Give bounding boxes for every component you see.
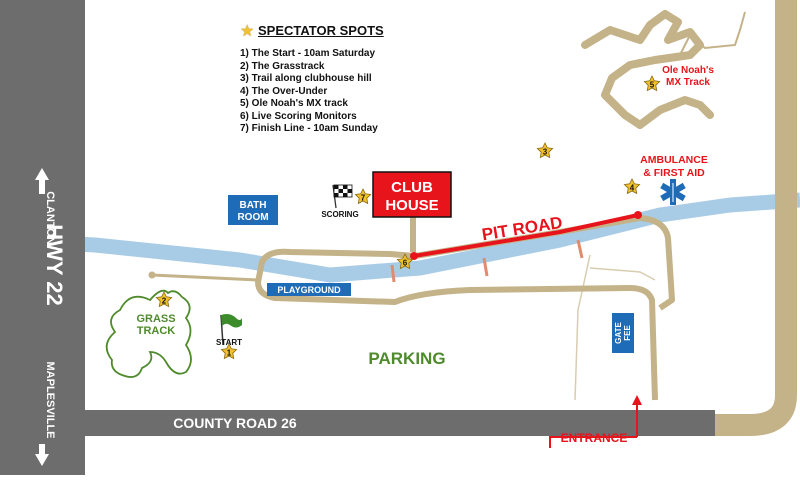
spot-7-star: 7 xyxy=(354,188,372,204)
entrance-label: ENTRANCE xyxy=(561,431,628,445)
svg-text:1: 1 xyxy=(227,349,232,358)
legend-item: 5) Ole Noah's MX track xyxy=(240,98,348,109)
gate-fee-box xyxy=(612,313,634,353)
svg-text:4: 4 xyxy=(630,184,635,193)
legend-item: 4) The Over-Under xyxy=(240,85,328,97)
playground-label: PLAYGROUND xyxy=(277,285,341,295)
spot-3-star: 3 xyxy=(536,142,554,158)
pit-road-dot xyxy=(634,211,642,219)
mx-road-arrow-icon xyxy=(760,280,772,298)
grass-track-path-end xyxy=(148,271,156,279)
north-arrow-icon xyxy=(35,168,49,194)
south-arrow-icon xyxy=(35,444,49,466)
scoring-label: SCORING xyxy=(321,210,358,219)
spectator-spots-legend: ★ SPECTATOR SPOTS 1) The Start - 10am Sa… xyxy=(240,22,384,136)
pit-road-line xyxy=(413,213,639,258)
playground-box xyxy=(267,283,351,296)
legend-item: 2) The Grasstrack xyxy=(240,60,325,72)
county-road-26 xyxy=(85,410,715,436)
mx-track-label-1: Ole Noah's xyxy=(662,65,714,76)
svg-text:5: 5 xyxy=(650,81,655,90)
grass-track-label-1: GRASS xyxy=(136,313,175,325)
start-label: START xyxy=(216,338,242,347)
svg-text:6: 6 xyxy=(403,259,408,268)
start-flag-icon xyxy=(220,314,242,346)
clubhouse-label-2: HOUSE xyxy=(385,197,438,214)
ambulance-label-2: & FIRST AID xyxy=(643,167,705,179)
spot-6-star: 6 xyxy=(396,253,414,269)
svg-text:2: 2 xyxy=(162,297,167,306)
pit-road-dot xyxy=(410,252,418,260)
legend-item: 6) Live Scoring Monitors xyxy=(240,110,357,122)
grass-track xyxy=(105,289,192,378)
legend-list: 1) The Start - 10am Saturday 2) The Gras… xyxy=(240,48,384,136)
grass-track-path xyxy=(151,273,259,282)
mx-road-label: MX TRACK 1 MILE xyxy=(763,309,772,380)
creek xyxy=(0,192,800,283)
parking-label: PARKING xyxy=(368,349,445,368)
creek-crossing xyxy=(390,264,396,283)
star-icon: ★ xyxy=(240,23,255,40)
spot-4-star: 4 xyxy=(623,178,641,194)
parking-trail xyxy=(574,254,656,401)
hwy-north-label: CLANTON xyxy=(44,191,56,245)
legend-title: SPECTATOR SPOTS xyxy=(258,23,384,38)
hwy-name: HWY 22 xyxy=(42,224,67,306)
mx-access-trail xyxy=(679,11,746,56)
clubhouse-box xyxy=(372,171,452,218)
bathroom-label-2: ROOM xyxy=(237,212,268,223)
spot-1-star: 1 xyxy=(220,343,238,359)
grass-track-label-2: TRACK xyxy=(137,325,176,337)
checkered-flag-icon xyxy=(332,184,353,209)
gate-fee-label-2: FEE xyxy=(623,325,632,341)
legend-item: 7) Finish Line - 10am Sunday xyxy=(240,123,378,134)
spot-2-star: 2 xyxy=(155,291,173,307)
loop-road xyxy=(255,215,675,401)
hwy-south-label: MAPLESVILLE xyxy=(44,361,56,438)
county-road-label: COUNTY ROAD 26 xyxy=(173,415,297,431)
ambulance-label-1: AMBULANCE xyxy=(640,154,708,166)
mx-track-label-2: MX Track xyxy=(666,77,710,88)
mx-track-road xyxy=(700,0,797,436)
entrance-arrowhead-icon xyxy=(632,395,642,405)
svg-text:3: 3 xyxy=(543,148,548,157)
legend-item: 1) The Start - 10am Saturday xyxy=(240,48,376,59)
mx-track-path xyxy=(581,10,714,129)
bathroom-label-1: BATH xyxy=(239,200,266,211)
entrance-bracket xyxy=(549,436,637,448)
spot-5-star: 5 xyxy=(643,75,661,91)
legend-item: 3) Trail along clubhouse hill xyxy=(240,73,372,84)
creek-crossing xyxy=(482,257,489,277)
svg-text:7: 7 xyxy=(361,194,366,203)
star-of-life-icon xyxy=(660,179,686,205)
gate-fee-label-1: GATE xyxy=(614,322,623,344)
creek-crossing xyxy=(576,239,584,259)
bathroom-box xyxy=(228,195,278,225)
clubhouse-label-1: CLUB xyxy=(391,179,433,196)
